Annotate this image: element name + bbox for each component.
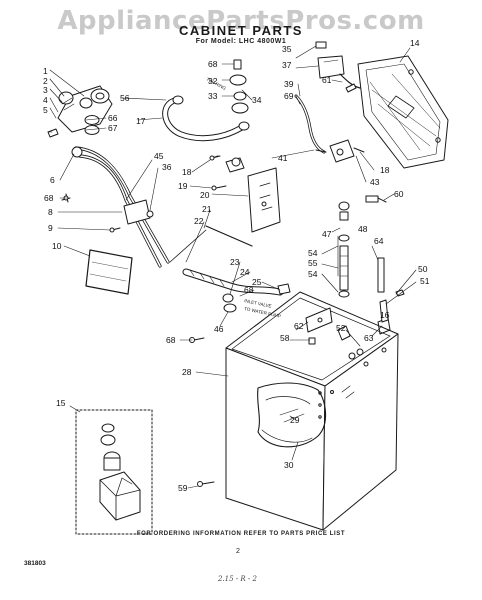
callout-24: 24 [240,267,250,277]
callout-68-c: 68 [166,335,176,345]
callout-58: 58 [280,333,290,343]
callout-60: 60 [394,189,404,199]
callout-43: 43 [370,177,380,187]
callout-51: 51 [420,276,430,286]
callout-numbers: 1 2 3 4 5 56 17 66 67 6 68 8 9 10 45 36 … [43,38,430,493]
cabinet-drawing [225,291,399,531]
water-valve-drawing [47,85,170,268]
callout-33: 33 [208,91,218,101]
callout-36: 36 [162,162,172,172]
handwritten-note: 2.15 - R - 2 [218,575,257,583]
callout-35: 35 [282,44,292,54]
callout-52: 52 [336,323,346,333]
callout-59: 59 [178,483,188,493]
callout-1: 1 [43,66,48,76]
ordering-note: FOR ORDERING INFORMATION REFER TO PARTS … [136,531,346,537]
callout-54-b: 54 [308,269,318,279]
bracket-drawing [169,155,281,263]
model-label: For Model: LHC 4800W1 [195,38,287,45]
callout-15: 15 [56,398,66,408]
callout-37: 37 [282,60,292,70]
rear-panel-drawing [357,55,449,169]
callout-25: 25 [252,277,262,287]
callout-63: 63 [364,333,374,343]
callout-3: 3 [43,85,48,95]
callout-18-b: 18 [380,165,390,175]
callout-2: 2 [43,76,48,86]
inlet-valve-text: INLET VALVE [244,298,272,309]
callout-41: 41 [278,153,288,163]
callout-16: 16 [380,310,390,320]
callout-45: 45 [154,151,164,161]
callout-6: 6 [50,175,55,185]
callout-56: 56 [120,93,130,103]
callout-23: 23 [230,257,240,267]
callout-18-a: 18 [182,167,192,177]
callout-4: 4 [43,95,48,105]
to-water-pump-text: TO WATER PUMP [244,306,282,319]
callout-39: 39 [284,79,294,89]
drain-hose-drawing [182,268,291,313]
callout-20: 20 [200,190,210,200]
callout-54-a: 54 [308,248,318,258]
callout-69: 69 [284,91,294,101]
callout-21: 21 [202,204,212,214]
callout-9: 9 [48,223,53,233]
callout-30: 30 [284,460,294,470]
kit-box-drawing [75,409,153,535]
callout-68-a: 68 [44,193,54,203]
callout-14: 14 [410,38,420,48]
spring-parts-drawing [337,195,405,341]
callout-62: 62 [294,321,304,331]
callout-34: 34 [252,95,262,105]
callout-48: 48 [358,224,368,234]
switch-drawing [315,139,365,163]
callout-67: 67 [108,123,118,133]
callout-32: 32 [208,76,218,86]
callout-5: 5 [43,105,48,115]
callout-22: 22 [194,216,204,226]
page-title: CABINET PARTS [179,23,303,38]
callout-50: 50 [418,264,428,274]
callout-68-b: 68 [244,285,254,295]
callout-64: 64 [374,236,384,246]
document-number: 381803 [24,560,46,567]
callout-66: 66 [108,113,118,123]
hose-drawing [162,41,361,154]
callout-47: 47 [322,229,332,239]
watermark: AppliancePartsPros.com [57,6,425,36]
callout-17: 17 [136,116,146,126]
callout-10: 10 [52,241,62,251]
page-number: 2 [236,548,240,555]
callout-28: 28 [182,367,192,377]
callout-29: 29 [290,415,300,425]
callout-55: 55 [308,258,318,268]
callout-61: 61 [322,75,332,85]
callout-19: 19 [178,181,188,191]
callout-68-d: 68 [208,59,218,69]
callout-8: 8 [48,207,53,217]
valve-block-drawing [85,199,154,295]
leader-lines [47,45,417,489]
callout-46: 46 [214,324,224,334]
